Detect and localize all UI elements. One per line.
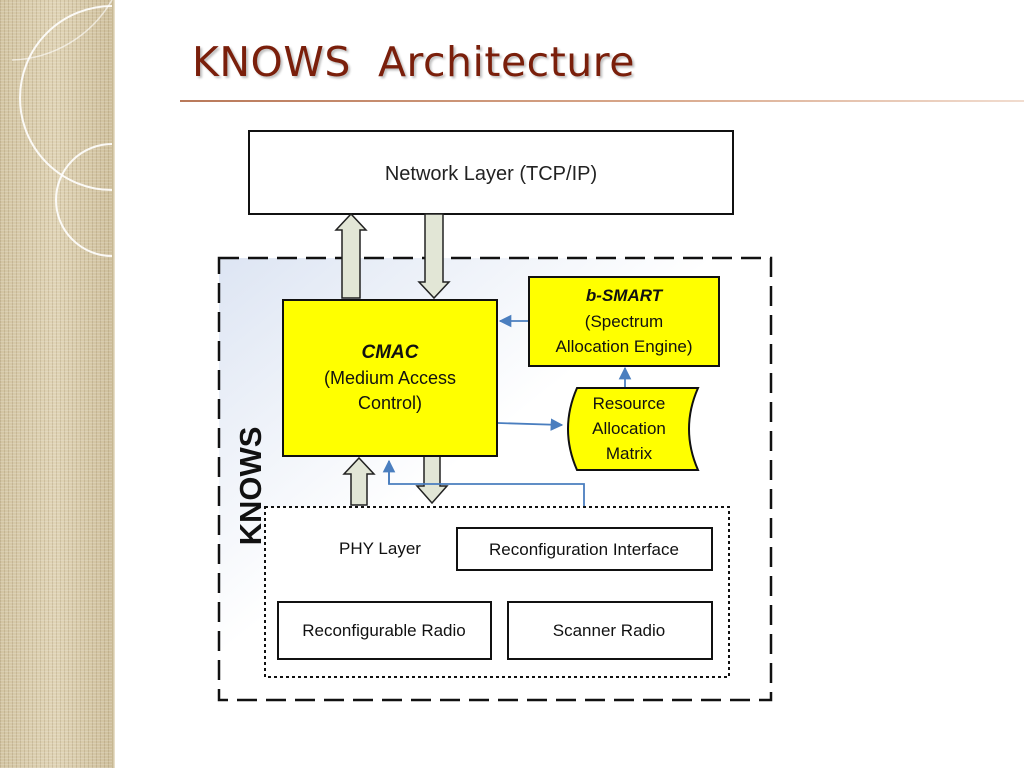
decorative-texture-panel	[0, 0, 112, 768]
phy-layer-label: PHY Layer	[339, 539, 421, 558]
bsmart-line-2: Allocation Engine)	[555, 337, 692, 356]
matrix-line-1: Resource	[593, 394, 666, 413]
reconfiguration-interface-box	[456, 527, 713, 571]
downlink-arrow	[417, 213, 451, 300]
cmac-line-2: Control)	[358, 393, 422, 413]
bsmart-line-1: (Spectrum	[585, 312, 663, 331]
bsmart-name: b-SMART	[586, 286, 664, 305]
cmac-box	[282, 299, 498, 457]
uplink-arrow	[334, 212, 368, 299]
phy-downlink-arrow	[415, 455, 449, 505]
reconfigurable-radio-label: Reconfigurable Radio	[302, 621, 466, 640]
slide-title: KNOWS Architecture	[192, 38, 635, 86]
network-layer-label: Network Layer (TCP/IP)	[385, 163, 597, 185]
decorative-arcs	[11, 0, 113, 257]
cmac-to-matrix-arrow	[497, 418, 564, 431]
knows-label: KNOWS	[233, 427, 268, 546]
title-underline	[180, 100, 1024, 102]
matrix-line-2: Allocation	[592, 419, 666, 438]
reconfiguration-interface-label: Reconfiguration Interface	[489, 540, 679, 559]
scanner-radio-box	[507, 601, 713, 660]
reconfigurable-radio-box	[277, 601, 492, 660]
matrix-line-3: Matrix	[606, 444, 653, 463]
resource-allocation-matrix-shape	[567, 387, 700, 471]
phy-uplink-arrow	[342, 456, 376, 506]
scanner-radio-label: Scanner Radio	[553, 621, 665, 640]
cmac-line-1: (Medium Access	[324, 368, 456, 388]
bsmart-box	[528, 276, 720, 367]
texture-panel-edge	[112, 0, 115, 768]
cmac-name: CMAC	[362, 342, 419, 363]
network-layer-box	[248, 130, 734, 215]
